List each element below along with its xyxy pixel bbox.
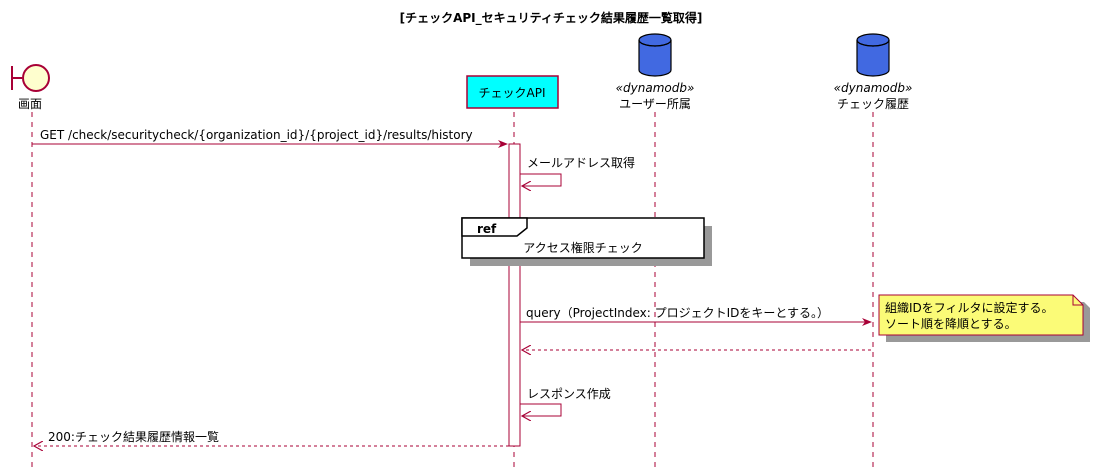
message-200-label: 200:チェック結果履歴情報一覧 [48,430,219,444]
boundary-icon [11,64,50,92]
diagram-title: [チェックAPI_セキュリティチェック結果履歴一覧取得] [400,10,703,26]
message-query-label: query（ProjectIndex: プロジェクトIDをキーとする。） [526,306,829,320]
participant-history-stereotype: «dynamodb» [834,81,913,95]
participant-screen-label: 画面 [18,97,42,111]
participant-history-label: チェック履歴 [837,97,909,111]
database-icon [856,33,890,77]
note-line-2: ソート順を降順とする。 [885,317,1017,331]
ref-tag-box [461,217,528,237]
ref-tag: ref [477,222,497,236]
message-email-label: メールアドレス取得 [527,155,635,170]
note-box [878,294,1090,342]
message-get-label: GET /check/securitycheck/{organization_i… [40,128,473,142]
database-icon [638,33,672,77]
participant-user-stereotype: «dynamodb» [616,81,695,95]
ref-label: アクセス権限チェック [523,240,642,255]
activation-bar [508,143,521,447]
participant-user-label: ユーザー所属 [619,97,691,111]
participant-api-box [466,75,559,109]
message-arrow-self-response [520,403,562,416]
message-arrow-self-email [520,173,562,186]
message-response-label: レスポンス作成 [527,387,611,401]
participant-api-label: チェックAPI [479,86,546,100]
note-line-1: 組織IDをフィルタに設定する。 [885,300,1054,315]
